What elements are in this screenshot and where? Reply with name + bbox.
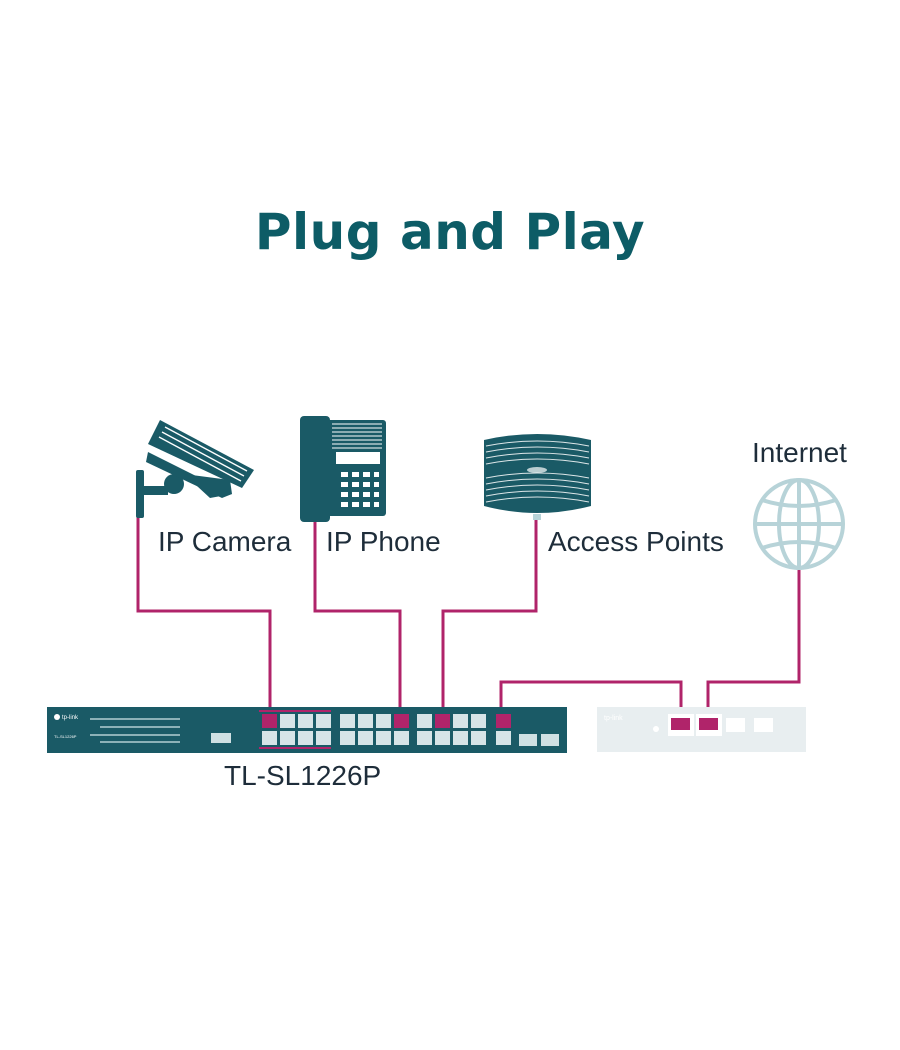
access-points-label: Access Points [548,526,724,557]
phone-cable [313,518,402,718]
camera-cable [136,512,272,718]
switch-port [376,714,391,728]
switch-port [394,714,409,728]
access-point-icon [484,434,591,520]
switch-port [358,731,373,745]
switch-port [340,714,355,728]
phone-icon [300,416,386,522]
switch-port [496,714,511,728]
switch-model-small: TL-SL1226P [54,734,77,739]
switch-port [417,714,432,728]
router-device [597,707,806,752]
switch-port [262,714,277,728]
uplink-cable [499,680,683,718]
switch-port [496,731,511,745]
ap-cable [441,518,538,718]
switch-port [280,714,295,728]
switch-port [453,731,468,745]
switch-port [262,731,277,745]
switch-logo [54,714,60,720]
switch-port [298,731,313,745]
internet-cable [706,570,801,718]
switch-model-label: TL-SL1226P [224,760,382,791]
camera-icon [136,420,254,518]
switch-device [47,707,567,753]
switch-port [298,714,313,728]
switch-port [340,731,355,745]
switch-port [417,731,432,745]
router-port-2 [699,718,718,730]
switch-port [394,731,409,745]
switch-port [316,714,331,728]
switch-port [376,731,391,745]
cables [136,512,801,718]
ip-phone-label: IP Phone [326,526,441,557]
page-title: Plug and Play [254,203,646,261]
switch-port [358,714,373,728]
switch-logo-text: tp-link [62,715,79,721]
switch-port [316,731,331,745]
switch-port [471,714,486,728]
router-port-1 [671,718,690,730]
switch-port [453,714,468,728]
switch-port [471,731,486,745]
switch-port [280,731,295,745]
globe-icon [753,478,845,570]
switch-port [435,714,450,728]
internet-label: Internet [752,437,847,468]
router-logo-text: tp-link [604,715,623,722]
switch-ports [262,714,511,745]
ip-camera-label: IP Camera [158,526,292,557]
switch-port [435,731,450,745]
